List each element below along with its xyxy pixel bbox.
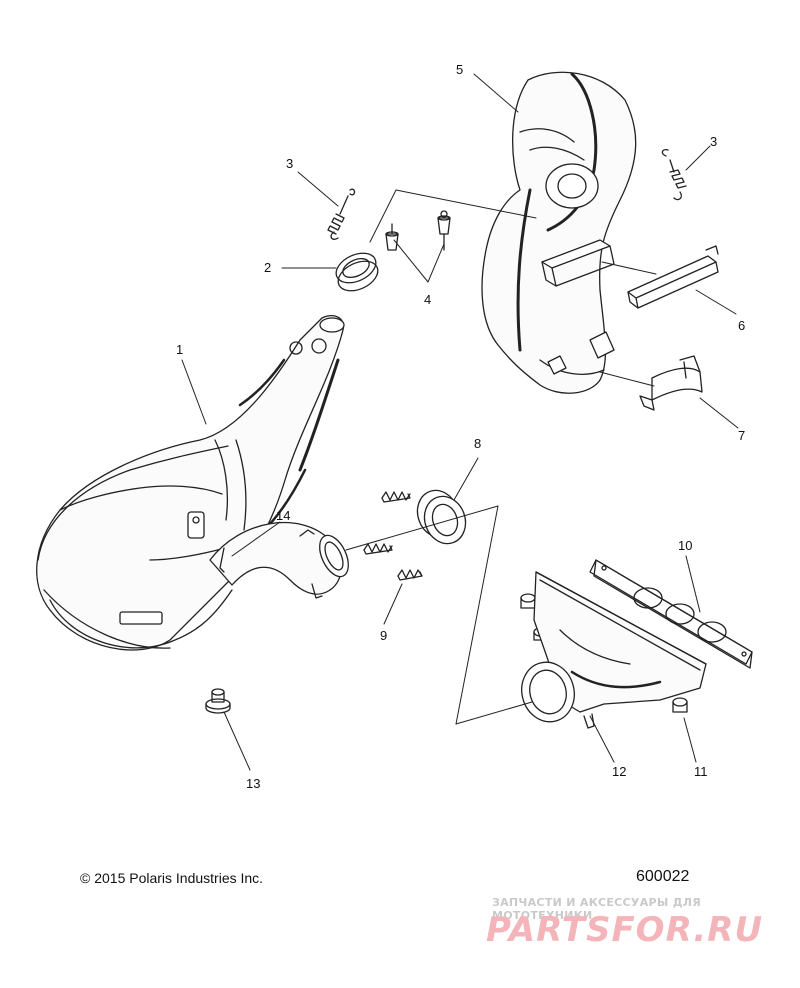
callout-2: 2 <box>264 260 271 275</box>
callout-14: 14 <box>276 508 290 523</box>
callout-10: 10 <box>678 538 692 553</box>
callout-3-left: 3 <box>286 156 293 171</box>
part-2-seal-ring <box>335 252 379 292</box>
part-13-plug <box>205 688 231 714</box>
part-8-seal-ring <box>416 489 467 545</box>
watermark-tagline: ЗАПЧАСТИ И АКСЕССУАРЫ ДЛЯ МОТОТЕХНИКИ <box>492 896 702 922</box>
callout-12: 12 <box>612 764 626 779</box>
callout-labels: 1 2 3 3 4 5 6 7 8 9 10 11 12 13 14 <box>176 62 745 791</box>
part-12-exhaust-manifold <box>521 571 707 729</box>
part-9-springs <box>363 491 423 581</box>
part-4-spring-bushings <box>385 210 451 251</box>
part-5-silencer <box>481 71 637 394</box>
callout-1: 1 <box>176 342 183 357</box>
part-7-retaining-clip <box>639 355 703 411</box>
copyright-text: © 2015 Polaris Industries Inc. <box>80 870 264 886</box>
callout-7: 7 <box>738 428 745 443</box>
part-6-mount-bracket <box>541 239 719 309</box>
callout-4: 4 <box>424 292 431 307</box>
part-1-expansion-chamber <box>36 315 345 651</box>
callout-3-right: 3 <box>710 134 717 149</box>
callout-5: 5 <box>456 62 463 77</box>
part-14-coupler-pipe <box>209 521 349 599</box>
leader-lines <box>181 73 739 771</box>
callout-8: 8 <box>474 436 481 451</box>
callout-13: 13 <box>246 776 260 791</box>
callout-6: 6 <box>738 318 745 333</box>
part-3-spring-left <box>327 188 356 240</box>
part-3-spring-right <box>661 148 687 201</box>
callout-11: 11 <box>694 764 708 779</box>
diagram-number: 600022 <box>636 868 690 885</box>
callout-9: 9 <box>380 628 387 643</box>
part-10-gasket <box>589 559 753 669</box>
watermark-logo: PARTSFOR.RU <box>486 910 764 950</box>
